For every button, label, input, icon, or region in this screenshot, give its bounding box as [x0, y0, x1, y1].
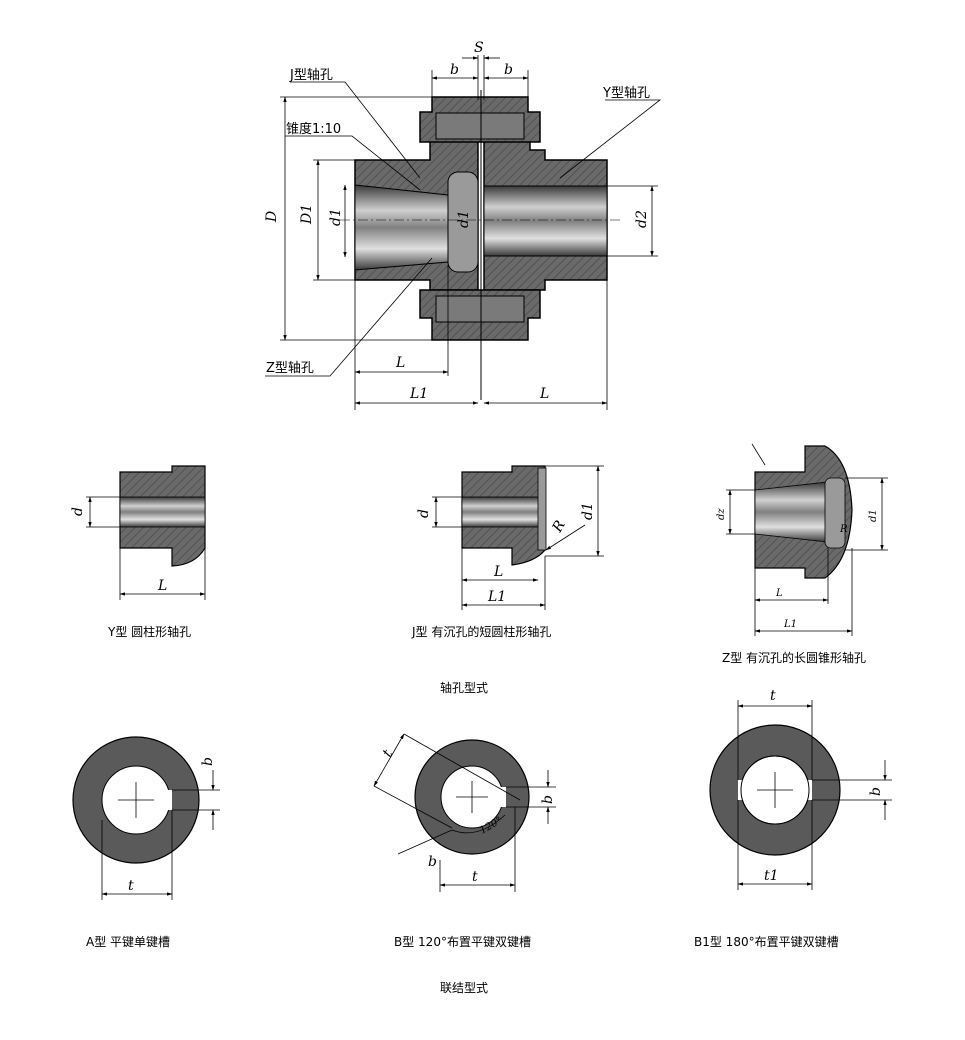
label-L1: L1: [409, 386, 428, 402]
label-taper: 锥度1:10: [286, 121, 341, 137]
elastic-element-top: [435, 112, 525, 140]
z-label-dz: dz: [716, 508, 727, 520]
bore-z-type: dz d1 R L L1: [716, 443, 888, 636]
z-label-L: L: [775, 588, 783, 599]
b-label-b-low: b: [428, 854, 437, 870]
j-label-d: d: [416, 509, 432, 518]
label-d2: d2: [634, 210, 650, 228]
label-L-inner: L: [395, 355, 405, 371]
j-label-L: L: [493, 564, 503, 580]
caption-a: A型 平键单键槽: [86, 935, 170, 949]
a-label-t: t: [128, 878, 134, 894]
caption-j: J型 有沉孔的短圆柱形轴孔: [411, 624, 551, 639]
keyway-b: t b b t 120°: [373, 733, 556, 892]
section-title-bores: 轴孔型式: [440, 680, 488, 695]
caption-z: Z型 有沉孔的长圆锥形轴孔: [722, 650, 866, 665]
j-label-L1: L1: [487, 589, 506, 605]
z-label-L1: L1: [783, 619, 797, 630]
section-title-keyways: 联结型式: [440, 981, 488, 995]
left-counterbore: [447, 171, 479, 273]
bore-y-type: d L: [70, 465, 206, 600]
label-z-hole: Z型轴孔: [266, 361, 314, 376]
b1-label-t1: t1: [764, 868, 779, 884]
b-label-b-right: b: [540, 795, 556, 804]
caption-b: B型 120°布置平键双键槽: [394, 935, 531, 949]
coupling-assembly: [340, 55, 620, 400]
label-d1-left: d1: [328, 208, 344, 226]
label-y-hole: Y型轴孔: [602, 86, 650, 101]
main-labels: S b b J型轴孔 Y型轴孔 锥度1:10 D D1 d1 d1 d2 Z型轴…: [264, 40, 650, 402]
label-b-left: b: [450, 62, 459, 78]
b1-label-b: b: [868, 787, 884, 796]
label-L-right: L: [539, 386, 549, 402]
z-label-R: R: [839, 524, 848, 535]
right-bore: [483, 185, 608, 257]
label-d1-mid: d1: [456, 210, 472, 228]
label-S: S: [474, 40, 484, 56]
keyway-a: b t: [72, 736, 220, 900]
y-label-d: d: [70, 507, 86, 516]
caption-y: Y型 圆柱形轴孔: [107, 624, 191, 639]
left-taper-bore: [354, 184, 449, 271]
keyway-b1: t b t1: [709, 688, 892, 890]
label-j-hole: J型轴孔: [289, 68, 333, 83]
label-b-right: b: [504, 62, 513, 78]
a-label-b: b: [200, 757, 216, 766]
b-label-t-bottom: t: [472, 869, 478, 885]
caption-b1: B1型 180°布置平键双键槽: [694, 935, 839, 949]
main-dimensions: [265, 56, 662, 410]
b1-label-t: t: [770, 688, 776, 704]
elastic-element-bottom: [435, 295, 525, 323]
j-label-d1: d1: [580, 502, 596, 520]
label-D: D: [264, 211, 280, 223]
z-label-d1: d1: [868, 509, 879, 522]
b-label-t-top: t: [380, 747, 397, 760]
j-label-R: R: [549, 517, 569, 535]
y-label-L: L: [157, 578, 167, 594]
label-D1: D1: [299, 204, 315, 225]
bore-j-type: d d1 R L L1: [416, 465, 604, 610]
